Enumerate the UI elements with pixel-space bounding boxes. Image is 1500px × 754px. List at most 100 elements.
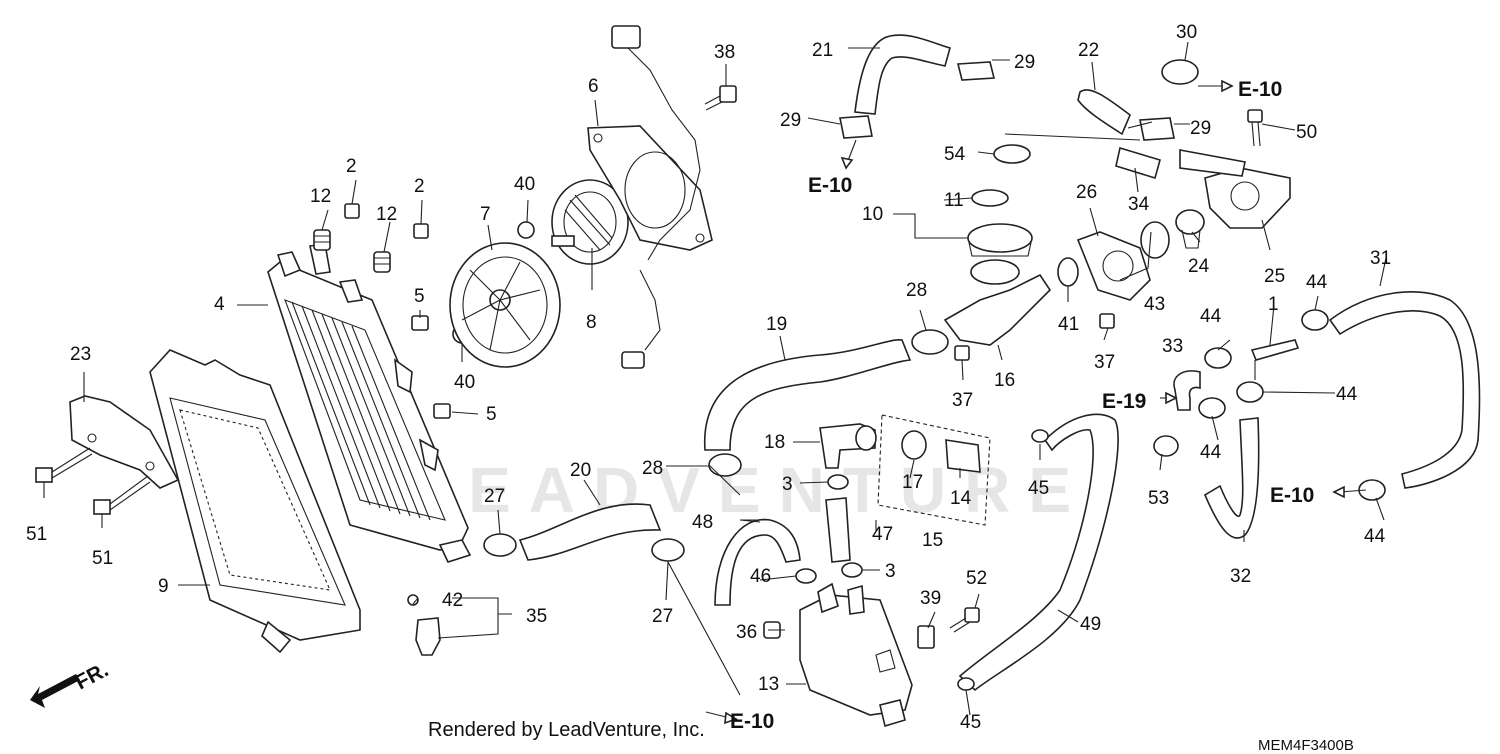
radiator <box>267 243 472 563</box>
clamp-44-b <box>1204 347 1232 369</box>
render-credit: Rendered by LeadVenture, Inc. <box>428 719 705 741</box>
bolt-51-lower <box>93 475 151 515</box>
fitting-18 <box>819 423 877 469</box>
callout-29: 29 <box>780 110 801 131</box>
radiator-bracket <box>69 395 180 489</box>
bolt-2-left <box>344 203 360 219</box>
hose-22 <box>1077 89 1131 136</box>
callout-43: 43 <box>1144 294 1165 315</box>
thermostat-cover-26 <box>1076 231 1151 301</box>
clamp-44-c <box>1236 381 1264 403</box>
callout-51: 51 <box>26 524 47 545</box>
reference-arrows <box>705 79 1367 725</box>
reference-e19: E-19 <box>1102 390 1146 413</box>
nut-5-lower <box>433 403 451 419</box>
reference-e10: E-10 <box>1270 484 1314 507</box>
callout-4: 4 <box>214 294 225 315</box>
clip-3-upper <box>827 474 849 490</box>
callout-42: 42 <box>442 590 463 611</box>
clamp-27-right <box>651 538 685 562</box>
callout-32: 32 <box>1230 566 1251 587</box>
temp-sensor-34 <box>1115 146 1161 180</box>
clamp-29-b <box>839 115 873 139</box>
fan-motor <box>551 179 629 265</box>
radiator-cap <box>967 223 1033 257</box>
o-ring-11 <box>971 189 1009 207</box>
callout-44: 44 <box>1200 442 1222 463</box>
clip-3-lower <box>841 562 863 578</box>
callout-8: 8 <box>586 312 597 333</box>
nut-40-upper <box>517 221 535 239</box>
front-direction-label: FR. <box>72 658 113 694</box>
fan-wiring <box>611 25 701 369</box>
callout-45: 45 <box>1028 478 1049 499</box>
grommet-12-right <box>373 251 391 273</box>
callout-51: 51 <box>92 548 113 569</box>
bolt-51-upper <box>35 447 93 483</box>
callout-44: 44 <box>1336 384 1358 405</box>
hose-21 <box>854 34 951 115</box>
callout-34: 34 <box>1128 194 1150 215</box>
clamp-53 <box>1153 435 1179 457</box>
callout-7: 7 <box>480 204 491 225</box>
callout-38: 38 <box>714 42 735 63</box>
hose-20 <box>518 503 662 561</box>
callout-49: 49 <box>1080 614 1101 635</box>
callout-5: 5 <box>486 404 497 425</box>
radiator-shroud <box>149 349 361 654</box>
hose-48 <box>714 518 801 606</box>
reference-labels: E-10 E-10 E-10 E-10 E-19 <box>730 78 1314 733</box>
reference-e10: E-10 <box>730 710 774 733</box>
callout-28: 28 <box>642 458 663 479</box>
hose-33 <box>1173 370 1201 411</box>
callout-31: 31 <box>1370 248 1391 269</box>
hose-32 <box>1203 417 1260 539</box>
callout-13: 13 <box>758 674 779 695</box>
callout-37: 37 <box>952 390 973 411</box>
bolt-2-right <box>413 223 429 239</box>
callout-53: 53 <box>1148 488 1169 509</box>
callout-44: 44 <box>1364 526 1386 547</box>
cooling-fan <box>449 242 561 368</box>
clip-45-lower <box>957 677 975 691</box>
hose-19 <box>704 339 912 451</box>
callout-21: 21 <box>812 40 833 61</box>
gasket-41 <box>1057 257 1079 287</box>
callout-26: 26 <box>1076 182 1097 203</box>
callout-19: 19 <box>766 314 787 335</box>
thermostat-24 <box>1175 209 1205 249</box>
callout-16: 16 <box>994 370 1015 391</box>
bolt-37-upper <box>954 345 970 361</box>
callout-2: 2 <box>346 156 357 177</box>
callout-44: 44 <box>1306 272 1328 293</box>
water-pump-25 <box>1179 149 1291 229</box>
bolt-52 <box>949 607 980 633</box>
callout-25: 25 <box>1264 266 1285 287</box>
callout-6: 6 <box>588 76 599 97</box>
clip-45-upper <box>1031 429 1049 443</box>
diagram-code: MEM4F3400B <box>1258 737 1354 754</box>
callout-9: 9 <box>158 576 169 597</box>
callout-3: 3 <box>782 474 793 495</box>
reference-e10: E-10 <box>808 174 852 197</box>
clip-39 <box>917 625 935 649</box>
reserve-tank <box>799 582 913 728</box>
callout-1: 1 <box>1268 294 1279 315</box>
callout-18: 18 <box>764 432 785 453</box>
callout-50: 50 <box>1296 122 1317 143</box>
hose-47 <box>825 497 851 563</box>
callout-20: 20 <box>570 460 591 481</box>
clamp-28-lower <box>708 453 742 477</box>
clamp-28-upper <box>911 329 949 355</box>
clamp-29-a <box>956 61 996 81</box>
callout-5: 5 <box>414 286 425 307</box>
callout-37: 37 <box>1094 352 1115 373</box>
clamp-44-d <box>1198 397 1226 419</box>
callout-35: 35 <box>526 606 547 627</box>
callout-labels: 1 2 2 3 3 4 5 5 6 7 8 9 10 11 12 12 13 1… <box>26 22 1391 733</box>
callout-12: 12 <box>310 186 331 207</box>
nut-5-upper <box>411 315 429 331</box>
callout-54: 54 <box>944 144 966 165</box>
callout-3: 3 <box>885 561 896 582</box>
